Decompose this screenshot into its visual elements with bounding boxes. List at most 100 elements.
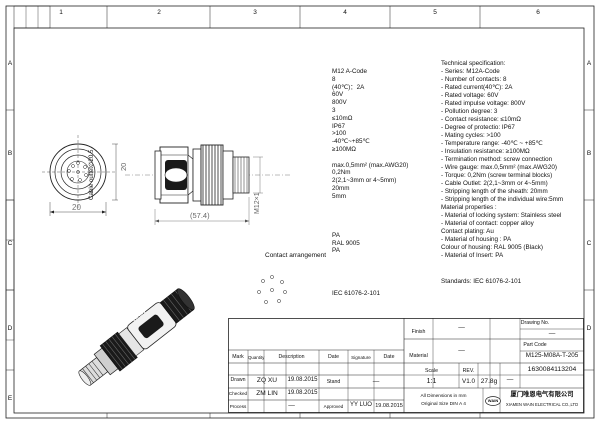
- process-label: Process: [229, 404, 247, 409]
- scale-value: 1:1: [426, 378, 437, 385]
- spec-zh-line: 20mm: [332, 185, 350, 192]
- spec-en-line: - Material of locking system: Stainless …: [441, 212, 562, 219]
- brand-on-drawing: WAIN: [167, 170, 185, 177]
- spec-zh-line: 0,2Nm: [332, 169, 351, 177]
- rev-header-date: Date: [328, 354, 339, 360]
- rev-header-mark: Mark: [232, 354, 244, 360]
- finish-label: Finish: [411, 329, 426, 335]
- spec-zh-line: 3: [332, 107, 336, 114]
- grid-row-b-right: B: [586, 150, 592, 157]
- grid-row-a-left: A: [7, 60, 13, 67]
- title-block-lines: [228, 318, 584, 413]
- checked-label: Checked: [228, 391, 248, 396]
- spec-zh-block: M12 A-Code 8 (40℃)：2A 60V 800V 3 ≤10mΩ I…: [318, 68, 436, 297]
- spec-en-line: - Rated current(40℃): 2A: [441, 84, 513, 91]
- spec-en-block: Technical specification: - Series: M12A-…: [441, 60, 581, 290]
- spec-en-line: - Contact resistance: ≤10mΩ: [441, 116, 521, 123]
- spec-en-standards: Standards: IEC 61076-2-101: [441, 278, 522, 285]
- contact-arrangement-drawing: [257, 275, 287, 304]
- grid-col-6-top: 6: [536, 9, 540, 16]
- grid-row-b-left: B: [7, 150, 13, 157]
- spec-en-line: - Mating cycles: >100: [441, 132, 501, 139]
- grid-row-c-left: C: [7, 240, 13, 247]
- spec-zh-line: 5mm: [332, 192, 346, 200]
- part-code-label: Part Code: [523, 342, 547, 348]
- checked-by: ZM LIN: [256, 390, 278, 397]
- spec-zh-line: IP67: [332, 122, 345, 130]
- grid-col-3-top: 3: [253, 9, 257, 16]
- rev-header-description: Description: [278, 354, 305, 360]
- spec-zh-line: PA: [332, 247, 340, 255]
- spec-en-line: - Material of Insert: PA: [441, 252, 504, 259]
- drawn-date: 19.08.2015: [287, 377, 318, 383]
- spec-zh-line: 8: [332, 75, 336, 83]
- spec-zh-line: -40℃~+85℃: [332, 138, 370, 146]
- spec-en-line: - Material of housing : PA: [441, 236, 512, 243]
- spec-en-line: - Cable Outlet: 2(2,1~3mm or 4~5mm): [441, 180, 548, 187]
- spec-en-line: - Termination method: screw connection: [441, 156, 553, 163]
- approved-date: 19.08.2015: [375, 403, 403, 409]
- spec-en-line: - Stripping length of the individual wir…: [441, 196, 564, 203]
- spec-zh-standard: IEC 61076-2-101: [332, 290, 380, 297]
- spec-en-line: - Degree of protectio: IP67: [441, 124, 515, 131]
- company-name-en: XIAMEN WAIN ELECTRICAL CO.,LTD: [505, 402, 579, 407]
- spec-zh-line: 2(2,1~3mm or 4~5mm): [332, 177, 397, 185]
- isometric-view-drawing: [78, 288, 195, 386]
- spec-en-line: - Stripping length of the sheath: 20mm: [441, 188, 548, 195]
- finish-value: —: [458, 324, 465, 331]
- spec-zh-line: max.0,5mm² (max.AWG20): [332, 161, 409, 169]
- cable-outlet-label-en: Cable outlet∅20.5: [88, 149, 95, 200]
- spec-zh-line: >100: [332, 130, 347, 138]
- drawing-no-label: Drawing No.: [520, 320, 550, 326]
- rev-value: V1.0: [462, 378, 475, 385]
- company-name-zh: 厦门唯恩电气有限公司: [510, 391, 574, 398]
- dim-length: (57.4): [190, 211, 210, 220]
- spec-en-line: - Torque: 0,2Nm (screw terminal blocks): [441, 172, 553, 179]
- rev-header-quantity: Quantity: [248, 355, 265, 360]
- rev-header-date-2: Date: [383, 354, 395, 360]
- tolerance-note-1: All Dimensions in mm: [420, 394, 467, 399]
- contact-arrangement-label: Contact arrangement: [265, 252, 327, 259]
- company-logo-icon: [485, 396, 501, 406]
- stand-label: Stand: [326, 379, 341, 385]
- stand-value: —: [372, 378, 380, 385]
- company-logo-text: WAIN: [487, 398, 499, 403]
- spec-en-line: Colour of housing: RAL 9005 (Black): [441, 244, 543, 251]
- approved-label: Approved: [323, 404, 344, 409]
- drawn-label: Drawn: [230, 377, 246, 383]
- spec-zh-line: 800V: [332, 99, 347, 107]
- spec-zh-line: M12 A-Code: [332, 68, 368, 75]
- scale-label: Scale: [425, 368, 438, 374]
- grid-row-a-right: A: [586, 60, 592, 67]
- spec-en-line: - Number of contacts: 8: [441, 76, 507, 83]
- grid-row-c-right: C: [586, 240, 592, 247]
- drawing-no-value: —: [548, 330, 556, 337]
- rev-label: REV.: [462, 368, 475, 374]
- spec-zh-line: ≤10mΩ: [332, 114, 353, 122]
- grid-col-2-top: 2: [157, 9, 161, 16]
- spec-en-line: - Material of contact: copper alloy: [441, 220, 534, 227]
- grid-row-d-right: D: [586, 325, 592, 332]
- grid-col-1-top: 1: [59, 9, 63, 16]
- grid-row-e-left: E: [7, 395, 13, 402]
- front-dim-20: 20: [72, 203, 81, 212]
- material-value: —: [458, 347, 465, 354]
- spec-zh-line: ≥100MΩ: [332, 146, 356, 153]
- side-view-drawing: [125, 144, 290, 225]
- rev-header-signature: Signature: [351, 355, 371, 360]
- grid-col-5-top: 5: [433, 9, 437, 16]
- title-block: Mark Quantity Description Date Signature…: [228, 318, 584, 413]
- grid-row-d-left: D: [7, 325, 13, 332]
- mass-value: 27.8g: [480, 378, 498, 385]
- spec-en-line: - Pollution degree: 3: [441, 108, 498, 115]
- spec-en-line: - Temperature range: -40℃ ~ +85℃: [441, 140, 543, 147]
- spec-en-line: - Rated impulse voltage: 800V: [441, 100, 526, 107]
- spec-zh-line: (40℃)：2A: [332, 83, 365, 91]
- spec-zh-line: PA: [332, 231, 340, 239]
- spec-en-line: - Series: M12A-Code: [441, 68, 500, 75]
- material-label: Material: [409, 353, 428, 359]
- spec-en-line: Contact plating: Au: [441, 228, 494, 235]
- spec-zh-line: 60V: [332, 91, 344, 99]
